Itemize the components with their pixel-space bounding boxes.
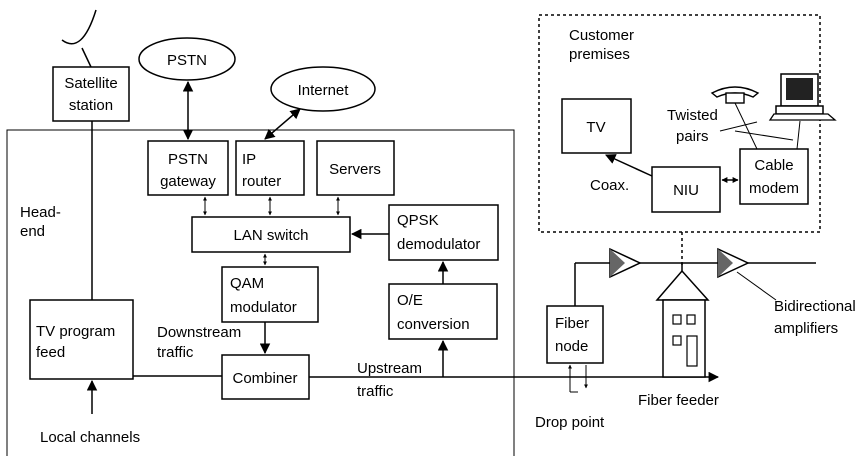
niu-to-tv-arrow <box>605 154 653 177</box>
svg-text:Internet: Internet <box>298 82 350 99</box>
svg-text:NIU: NIU <box>673 182 699 199</box>
qam-modulator-box: QAM modulator <box>221 266 319 323</box>
svg-text:router: router <box>242 173 281 190</box>
customer-premises-region <box>538 14 821 233</box>
svg-text:PSTN: PSTN <box>168 151 208 168</box>
ip-router-box: IP router <box>235 140 305 196</box>
lan-switch-box: LAN switch <box>191 216 351 253</box>
svg-text:Satellite: Satellite <box>64 75 117 92</box>
svg-text:premises: premises <box>569 46 630 63</box>
telephone-icon <box>710 86 760 104</box>
svg-text:O/E: O/E <box>397 292 423 309</box>
svg-text:Customer: Customer <box>569 27 634 44</box>
svg-text:PSTN: PSTN <box>167 52 207 69</box>
pstn-gateway-box: PSTN gateway <box>147 140 229 196</box>
cable-modem-box: Cable modem <box>739 148 809 205</box>
svg-text:QAM: QAM <box>230 275 264 292</box>
svg-text:Head-: Head- <box>20 204 61 221</box>
svg-text:Combiner: Combiner <box>232 370 297 387</box>
svg-text:Upstream: Upstream <box>357 360 422 377</box>
svg-text:LAN switch: LAN switch <box>233 227 308 244</box>
svg-text:station: station <box>69 97 113 114</box>
qpsk-demodulator-box: QPSK demodulator <box>388 204 499 261</box>
twisted-pairs-label: Twisted pairs <box>667 107 718 145</box>
satellite-dish-icon <box>61 9 97 68</box>
svg-text:modulator: modulator <box>230 299 297 316</box>
svg-text:modem: modem <box>749 180 799 197</box>
svg-text:Drop point: Drop point <box>535 414 605 431</box>
svg-text:QPSK: QPSK <box>397 212 439 229</box>
upstream-traffic-label: Upstream traffic <box>357 360 422 400</box>
twisted-pair-pointer <box>719 121 758 132</box>
svg-text:demodulator: demodulator <box>397 236 480 253</box>
oe-conversion-box: O/E conversion <box>388 283 498 340</box>
svg-text:TV: TV <box>586 119 605 136</box>
computer-icon <box>768 73 837 121</box>
svg-text:IP: IP <box>242 151 256 168</box>
tv-program-feed-box: TV program feed <box>29 299 134 380</box>
drop-point-label: Drop point <box>535 391 605 431</box>
svg-text:gateway: gateway <box>160 173 216 190</box>
svg-text:traffic: traffic <box>357 383 394 400</box>
satellite-station-box: Satellite station <box>52 66 130 122</box>
house-icon <box>655 269 710 378</box>
twisted-pair-pointer <box>734 130 794 141</box>
svg-text:node: node <box>555 338 588 355</box>
headend-label: Head- end <box>20 204 61 240</box>
svg-text:Twisted: Twisted <box>667 107 718 124</box>
downstream-traffic-label: Downstream traffic <box>157 324 241 361</box>
svg-text:Servers: Servers <box>329 161 381 178</box>
niu-box: NIU <box>651 166 721 213</box>
tv-box: TV <box>561 98 632 154</box>
headend-region <box>6 129 515 456</box>
svg-text:TV program: TV program <box>36 323 115 340</box>
servers-box: Servers <box>316 140 395 196</box>
amplifier-pointer-line <box>736 271 777 301</box>
bidirectional-amplifier-icon <box>717 247 750 279</box>
svg-text:Cable: Cable <box>754 157 793 174</box>
svg-text:traffic: traffic <box>157 344 194 361</box>
local-channels-label: Local channels <box>40 429 140 446</box>
pstn-cloud: PSTN <box>138 37 236 81</box>
internet-cloud: Internet <box>270 66 376 112</box>
svg-text:amplifiers: amplifiers <box>774 320 838 337</box>
telephone-cord <box>734 102 758 150</box>
bidirectional-amplifiers-label: Bidirectional amplifiers <box>774 298 856 337</box>
fiber-feeder-label: Fiber feeder <box>638 392 719 409</box>
internet-to-router-arrow <box>264 108 301 140</box>
coax-label: Coax. <box>590 177 629 194</box>
customer-premises-label: Customer premises <box>569 27 634 63</box>
svg-text:Downstream: Downstream <box>157 324 241 341</box>
combiner-box: Combiner <box>221 354 310 400</box>
computer-cord <box>796 120 801 150</box>
svg-text:conversion: conversion <box>397 316 470 333</box>
svg-text:Bidirectional: Bidirectional <box>774 298 856 315</box>
fiber-node-box: Fiber node <box>546 305 604 364</box>
svg-text:end: end <box>20 223 45 240</box>
svg-text:feed: feed <box>36 344 65 361</box>
bidirectional-amplifier-icon <box>609 247 642 279</box>
svg-text:Fiber: Fiber <box>555 315 589 332</box>
svg-text:pairs: pairs <box>676 128 709 145</box>
